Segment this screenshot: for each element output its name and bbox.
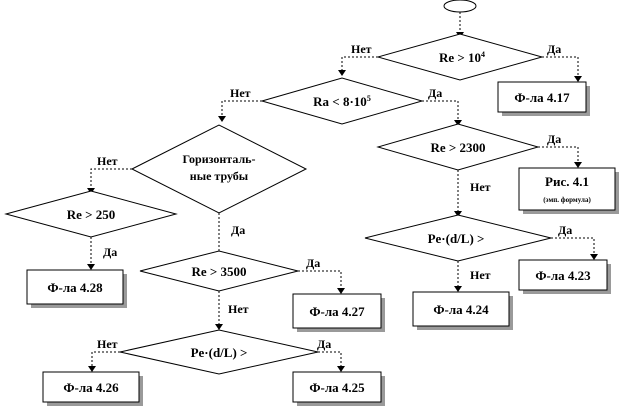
result-f427-text: Ф-ла 4.27 xyxy=(309,304,365,319)
result-f428-text: Ф-ла 4.28 xyxy=(47,280,103,295)
decision-re-3500-text: Re > 3500 xyxy=(191,264,246,279)
result-ris41-note: (эмп. формула) xyxy=(543,196,591,204)
decision-pe-left-text: Pe·(d/L) > xyxy=(191,345,248,360)
result-f417-text: Ф-ла 4.17 xyxy=(514,90,570,105)
decision-pe-left xyxy=(119,329,319,375)
connectors xyxy=(87,12,598,372)
label-yes-ra: Да xyxy=(428,86,442,100)
label-no-pe-right: Нет xyxy=(470,268,491,282)
label-yes-horizontal: Да xyxy=(231,223,245,237)
label-yes-re-250: Да xyxy=(103,245,117,259)
label-yes-re-2300: Да xyxy=(547,132,561,146)
result-box-f417 xyxy=(497,81,590,116)
label-no-re-2300: Нет xyxy=(470,180,491,194)
result-box-f428 xyxy=(26,269,127,308)
start-terminator xyxy=(443,0,477,13)
label-no-re-3500: Нет xyxy=(228,302,249,316)
label-yes-pe-right: Да xyxy=(558,223,572,237)
label-yes-re-3500: Да xyxy=(306,256,320,270)
decision-re-2300-text: Re > 2300 xyxy=(430,140,485,155)
decision-horizontal-line2: ные трубы xyxy=(190,169,249,183)
decision-re-250-text: Re > 250 xyxy=(67,207,116,222)
decision-re-gt-2300 xyxy=(376,123,540,171)
result-ris41-text: Рис. 4.1 xyxy=(545,174,589,189)
decision-pe-right xyxy=(364,214,552,262)
decision-ra-lt xyxy=(260,77,424,125)
decision-horizontal-line1: Горизонталь- xyxy=(182,152,255,166)
label-no-horizontal: Нет xyxy=(97,154,118,168)
result-f424-text: Ф-ла 4.24 xyxy=(433,302,489,317)
decision-re-gt-3500 xyxy=(139,250,299,292)
result-box-f427 xyxy=(292,293,385,332)
label-no-pe-left: Нет xyxy=(97,337,118,351)
decision-re-gt-1e4 xyxy=(376,33,544,81)
decision-ra-text: Ra < 8·105 xyxy=(313,94,371,109)
result-f425-text: Ф-ла 4.25 xyxy=(309,380,365,395)
result-box-f426 xyxy=(42,371,143,406)
result-box-f425 xyxy=(292,371,385,406)
decision-re-gt-1e4-text: Re > 104 xyxy=(439,50,485,65)
result-box-f423 xyxy=(518,259,611,294)
decision-horizontal-tubes xyxy=(130,124,308,214)
result-f426-text: Ф-ла 4.26 xyxy=(63,380,119,395)
label-no-ra: Нет xyxy=(230,86,251,100)
decision-re-gt-250 xyxy=(4,190,178,238)
result-box-ris41 xyxy=(518,167,619,214)
result-box-f424 xyxy=(412,291,513,330)
decision-pe-right-text: Pe·(d/L) > xyxy=(428,231,485,246)
result-f423-text: Ф-ла 4.23 xyxy=(535,268,591,283)
label-yes-pe-left: Да xyxy=(317,337,331,351)
label-no-re-1e4: Нет xyxy=(351,42,372,56)
label-yes-re-1e4: Да xyxy=(547,42,561,56)
